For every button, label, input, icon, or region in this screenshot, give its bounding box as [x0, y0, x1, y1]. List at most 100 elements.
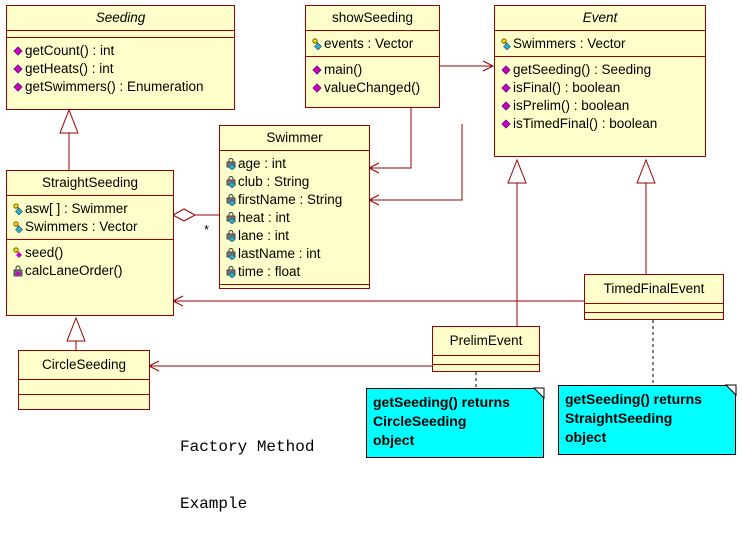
member-row[interactable]: isFinal() : boolean — [501, 79, 701, 97]
member-row[interactable]: getCount() : int — [13, 42, 230, 60]
member-row[interactable]: asw[ ] : Swimmer — [13, 200, 169, 218]
member-text: getHeats() : int — [25, 61, 114, 76]
member-text: heat : int — [238, 210, 290, 225]
member-row[interactable]: lastName : int — [226, 245, 365, 263]
note-line: object — [565, 429, 607, 445]
protected-attribute-icon — [13, 221, 23, 233]
attributes-section — [433, 356, 539, 365]
class-seeding[interactable]: Seeding getCount() : int getHeats() : int… — [6, 5, 235, 110]
member-row[interactable]: isPrelim() : boolean — [501, 97, 701, 115]
public-operation-icon — [13, 81, 23, 93]
protected-operation-icon — [13, 247, 23, 259]
member-row[interactable]: getSeeding() : Seeding — [501, 61, 701, 79]
operations-section: main()valueChanged() — [306, 57, 439, 100]
class-event[interactable]: Event Swimmers : Vector getSeeding() : S… — [494, 5, 706, 157]
member-row[interactable]: events : Vector — [312, 35, 435, 53]
member-text: getSwimmers() : Enumeration — [25, 79, 204, 94]
member-row[interactable]: time : float — [226, 263, 365, 281]
private-attribute-icon — [226, 176, 236, 188]
member-row[interactable]: getSwimmers() : Enumeration — [13, 78, 230, 96]
generalization-arrow-event-prelim — [507, 158, 527, 184]
member-text: getSeeding() : Seeding — [513, 62, 652, 77]
note-line: StraightSeeding — [565, 410, 673, 426]
private-attribute-icon — [226, 212, 236, 224]
member-text: asw[ ] : Swimmer — [25, 201, 128, 216]
member-text: Swimmers : Vector — [513, 36, 626, 51]
class-name: PrelimEvent — [433, 327, 539, 356]
class-name: showSeeding — [306, 6, 439, 31]
class-name: StraightSeeding — [7, 171, 173, 196]
attributes-section — [19, 380, 149, 395]
member-row[interactable]: firstName : String — [226, 191, 365, 209]
operations-section: getCount() : int getHeats() : int getSwimm… — [7, 38, 234, 99]
aggregation-diamond — [171, 208, 197, 222]
operations-section: seed() calcLaneOrder() — [7, 240, 173, 283]
private-attribute-icon — [226, 266, 236, 278]
generalization-arrow-seeding — [59, 108, 79, 134]
note-prelim[interactable]: getSeeding() returns CircleSeeding objec… — [366, 388, 544, 458]
attributes-section — [7, 31, 234, 38]
private-attribute-icon — [226, 230, 236, 242]
member-text: valueChanged() — [324, 80, 421, 95]
public-operation-icon — [13, 45, 23, 57]
member-text: getCount() : int — [25, 43, 115, 58]
class-name: Event — [495, 6, 705, 31]
caption-line: Factory Method — [180, 438, 315, 456]
member-text: club : String — [238, 174, 310, 189]
member-text: lastName : int — [238, 246, 321, 261]
member-row[interactable]: heat : int — [226, 209, 365, 227]
public-operation-icon — [501, 82, 511, 94]
note-line: getSeeding() returns — [565, 391, 702, 407]
member-text: time : float — [238, 264, 301, 279]
member-row[interactable]: Swimmers : Vector — [501, 35, 701, 53]
public-operation-icon — [312, 82, 322, 94]
member-row[interactable]: age : int — [226, 155, 365, 173]
class-circleseeding[interactable]: CircleSeeding — [18, 350, 150, 410]
member-text: Swimmers : Vector — [25, 219, 138, 234]
relationship-lines — [59, 60, 656, 388]
private-attribute-icon — [226, 194, 236, 206]
public-operation-icon — [501, 118, 511, 130]
member-text: isPrelim() : boolean — [513, 98, 630, 113]
note-fold-corner — [724, 384, 737, 397]
public-operation-icon — [312, 64, 322, 76]
caption-line: Example — [180, 495, 248, 513]
member-row[interactable]: valueChanged() — [312, 79, 435, 97]
class-prelimevent[interactable]: PrelimEvent — [432, 326, 540, 372]
class-name: TimedFinalEvent — [585, 275, 723, 304]
attributes-section: events : Vector — [306, 31, 439, 57]
member-row[interactable]: club : String — [226, 173, 365, 191]
public-operation-icon — [501, 100, 511, 112]
private-attribute-icon — [226, 248, 236, 260]
member-text: age : int — [238, 156, 287, 171]
private-attribute-icon — [226, 158, 236, 170]
operations-section: getSeeding() : Seeding isFinal() : boolea… — [495, 57, 705, 136]
member-row[interactable]: Swimmers : Vector — [13, 218, 169, 236]
generalization-arrow-event-timed — [636, 158, 656, 184]
member-row[interactable]: calcLaneOrder() — [13, 262, 169, 280]
member-text: firstName : String — [238, 192, 343, 207]
generalization-arrow-straight — [66, 316, 86, 342]
class-showseeding[interactable]: showSeeding events : Vector main()valueC… — [305, 5, 440, 108]
member-text: calcLaneOrder() — [25, 263, 123, 278]
public-operation-icon — [501, 64, 511, 76]
member-text: seed() — [25, 245, 64, 260]
member-row[interactable]: seed() — [13, 244, 169, 262]
protected-attribute-icon — [501, 38, 511, 50]
public-operation-icon — [13, 63, 23, 75]
member-row[interactable]: lane : int — [226, 227, 365, 245]
protected-attribute-icon — [312, 38, 322, 50]
note-line: getSeeding() returns — [373, 394, 510, 410]
class-timedfinalevent[interactable]: TimedFinalEvent — [584, 274, 724, 320]
note-line: object — [373, 432, 415, 448]
member-row[interactable]: main() — [312, 61, 435, 79]
note-timedfinal[interactable]: getSeeding() returns StraightSeeding obj… — [558, 385, 736, 455]
multiplicity-label: * — [204, 222, 210, 237]
class-name: Seeding — [7, 6, 234, 31]
member-row[interactable]: isTimedFinal() : boolean — [501, 115, 701, 133]
member-row[interactable]: getHeats() : int — [13, 60, 230, 78]
attributes-section: Swimmers : Vector — [495, 31, 705, 57]
